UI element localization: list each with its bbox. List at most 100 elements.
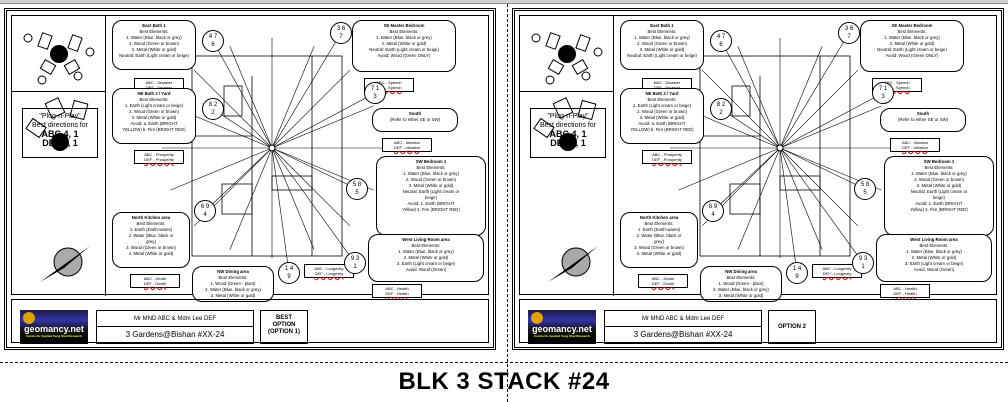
abc-aspect: ABC - Speech — [884, 80, 910, 85]
def-aspect: DEF - Speech — [376, 85, 402, 90]
page-divider-vertical — [507, 4, 508, 402]
sector-line — [271, 69, 351, 149]
room-element-line: 2. Metal (White or gold) — [911, 255, 957, 260]
sector-line — [737, 46, 781, 149]
sector-line — [779, 147, 859, 227]
bed-directions-diagram — [520, 16, 614, 92]
room-element-line: Neutral: Earth (Light cream or beige) — [627, 53, 697, 58]
abc-aspect: ABC - Disaster — [145, 80, 173, 85]
star-connector — [779, 147, 798, 274]
option-line: BEST — [275, 315, 292, 321]
room-element-line: 3. Earth (Light cream or beige) — [396, 261, 456, 266]
room-title: SE Master Bedroom — [383, 23, 425, 28]
room-element-line: Neutral: Earth (Light cream or — [910, 189, 968, 194]
apartment-walls — [699, 55, 851, 257]
flying-star-circle: 5 8 5 — [854, 178, 876, 200]
logo-text: geomancy.net — [532, 324, 592, 334]
option-line: (OPTION 1) — [267, 329, 300, 335]
room-element-line: 2. Wood (Green or brown) — [637, 109, 687, 114]
room-element-line: 3. Metal (White or gold) — [639, 47, 685, 52]
abc-aspect: ABC - Health — [893, 286, 917, 291]
room-element-line: 1. Water (Blue, black or grey) — [911, 171, 967, 176]
room-element-line: 2. Metal (White or gold) — [381, 41, 427, 46]
def-aspect: DEF - Longevity — [822, 271, 852, 276]
option-label: OPTION 2 — [768, 310, 816, 344]
page-divider-horizontal — [0, 362, 1008, 363]
sector-line — [678, 147, 781, 191]
abc-aspect: ABC - Death — [143, 276, 167, 281]
sector-line — [779, 46, 823, 149]
client-name: Mr MND ABC & Mdm Lee DEF — [97, 311, 253, 327]
bed-orientation-icon — [531, 32, 603, 85]
room-element-line: 2. Wood (Green or brown) — [406, 177, 456, 182]
room-element-line: 2. Water (Blue, black or grey) — [205, 287, 261, 292]
room-element-line: 2. Wood (Green or brown) — [129, 109, 179, 114]
flying-star-circle: 8 2 2 — [710, 98, 732, 120]
room-element-line: (Refer to either SE or SW) — [389, 117, 441, 122]
flying-star-circle: 7 1 3 — [872, 82, 894, 104]
client-name: Mr MND ABC & Mdm Lee DEF — [605, 311, 761, 327]
star-connector — [779, 147, 866, 190]
room-element-line: Best Elements: — [897, 29, 927, 34]
star-connector — [271, 92, 376, 149]
flying-star-circle: 6 9 4 — [194, 200, 216, 222]
star-connector — [712, 147, 781, 212]
plug-n-play-title: "Plug-n-Play" — [547, 113, 589, 120]
room-element-line: Best Elements: — [411, 243, 441, 248]
dining-table-icon — [729, 183, 761, 215]
dining-table-icon — [221, 183, 253, 215]
tai-chi-center-icon — [776, 144, 784, 152]
sofa-icon — [271, 175, 313, 191]
room-element-line: 1. Wood (Green - plant) — [718, 281, 764, 286]
room-element-line: 1. Wood (Green - plant) — [210, 281, 256, 286]
room-element-line: 3. Wood (Green or brown) — [126, 245, 176, 250]
room-element-line: 1. Earth (Earth-wares) — [637, 227, 681, 232]
abc-directions: ABC 4, 1 — [549, 129, 587, 139]
room-element-line: grey) — [654, 239, 664, 244]
room-element-line: 3. Metal (White or gold) — [639, 115, 685, 120]
room-element-line: 4. Metal (White or gold) — [128, 251, 174, 256]
abc-aspect: ABC - Health — [385, 286, 409, 291]
room-element-line: Avoid: Wood (Green) — [913, 267, 955, 272]
sector-line — [271, 105, 374, 149]
room-element-line: Neutral: Earth (Light cream or beige) — [119, 53, 189, 58]
room-element-line: 1. Earth (Earth-wares) — [129, 227, 173, 232]
flying-star-circle: 9 3 1 — [344, 252, 366, 274]
room-element-line: Avoid: Wood (Green) — [405, 267, 447, 272]
room-title: South — [916, 111, 930, 116]
room-element-line: Best Elements: — [647, 29, 677, 34]
room-element-line: 3. Metal (White or gold) — [131, 47, 177, 52]
room-element-line: 3. Metal (White or gold) — [916, 183, 962, 188]
star-connector — [779, 147, 864, 264]
room-title: East Bath 1 — [142, 23, 166, 28]
room-element-line: 1. Earth (Light cream or beige) — [124, 103, 184, 108]
room-element-line: Best Elements: — [726, 275, 756, 280]
yin-yang-icon — [23, 312, 35, 324]
room-element-line: 3. Metal (White or gold) — [718, 293, 764, 298]
star-connector — [720, 108, 781, 149]
room-element-line: 2. Wood (Green or brown) — [914, 177, 964, 182]
star-connector — [204, 147, 273, 212]
room-element-line: Neutral: Earth (Light cream or beige) — [369, 47, 439, 52]
def-aspect: DEF - Prosperity — [144, 157, 174, 162]
star-connector — [779, 92, 884, 149]
room-element-line: 1. Water (Blue, black or grey) — [403, 171, 459, 176]
room-element-line: Best Elements: — [139, 97, 169, 102]
